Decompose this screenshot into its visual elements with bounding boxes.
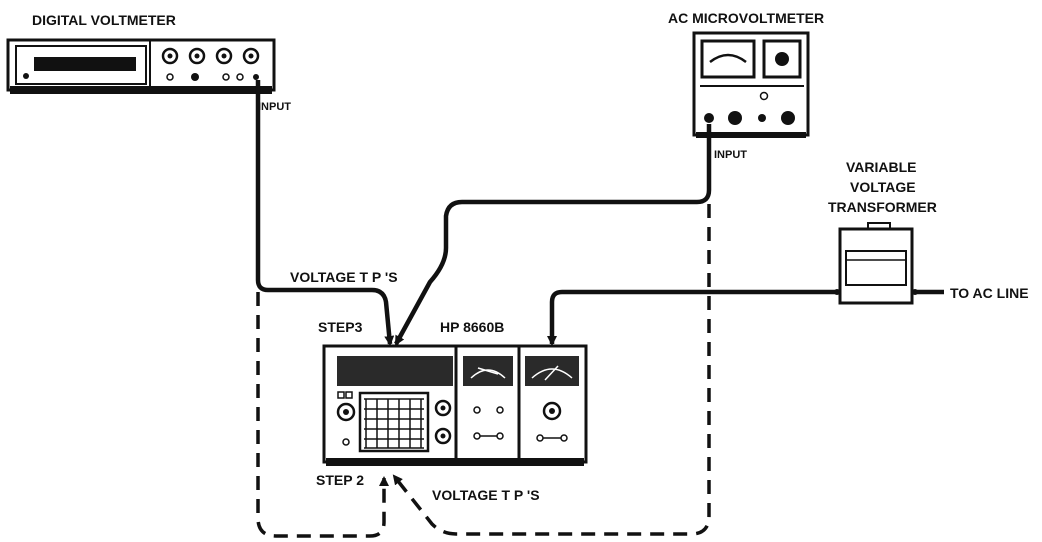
ac-microvoltmeter-label: AC MICROVOLTMETER: [668, 10, 824, 26]
to-ac-line-label: TO AC LINE: [950, 285, 1029, 301]
variable-voltage-transformer: [838, 222, 914, 305]
dvm-cable: [255, 80, 395, 346]
ac-microvoltmeter: [692, 31, 810, 138]
dvm-jack-1: [161, 47, 179, 65]
dvm-jack-3: [215, 47, 233, 65]
frequency-display: [337, 356, 453, 386]
acm-input-jack: [704, 113, 714, 123]
dvm-jack-2: [188, 47, 206, 65]
step2-label: STEP 2: [316, 472, 364, 488]
dvm-step2-dashed-cable: [256, 292, 389, 538]
acm-cable: [394, 124, 712, 346]
dvm-display: [34, 57, 136, 71]
voltage-tps-upper-label: VOLTAGE T P 'S: [290, 269, 398, 285]
vvt-label-line3: TRANSFORMER: [828, 199, 937, 215]
dvm-jack-4: [242, 47, 260, 65]
vvt-label-line2: VOLTAGE: [850, 179, 916, 195]
step3-label: STEP3: [318, 319, 363, 335]
digital-voltmeter: [6, 38, 276, 94]
hp-model-label: HP 8660B: [440, 319, 504, 335]
acm-input-label: INPUT: [714, 149, 747, 161]
digital-voltmeter-label: DIGITAL VOLTMETER: [32, 12, 176, 28]
keypad: [358, 391, 430, 453]
voltage-tps-lower-label: VOLTAGE T P 'S: [432, 487, 540, 503]
acm-meter-face: [700, 39, 756, 79]
vvt-label-line1: VARIABLE: [846, 159, 917, 175]
module-2-meter: [525, 356, 579, 386]
dvm-input-label: INPUT: [258, 101, 291, 113]
hp-8660b-generator: [322, 344, 588, 466]
vvt-to-generator-cable: [547, 289, 837, 346]
